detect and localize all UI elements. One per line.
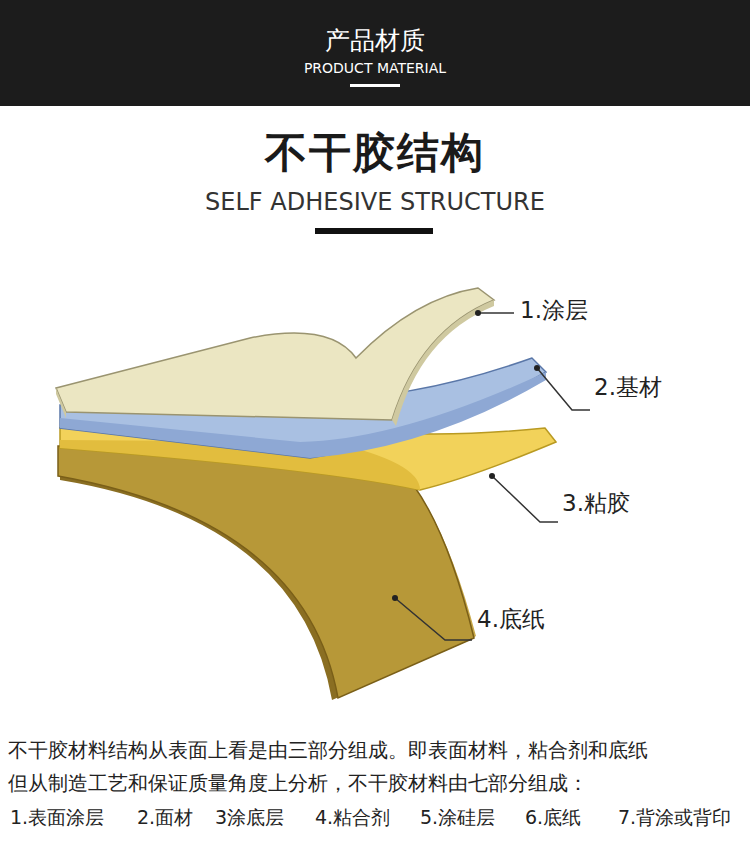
english-title: SELF ADHESIVE STRUCTURE xyxy=(205,188,545,217)
header-underline xyxy=(350,84,400,87)
description-line: 不干胶材料结构从表面上看是由三部分组成。即表面材料，粘合剂和底纸 xyxy=(8,738,648,762)
layer-label: 4.底纸 xyxy=(477,606,545,634)
header-subtitle: PRODUCT MATERIAL xyxy=(304,60,446,77)
leader-lines xyxy=(395,313,590,640)
component-item: 4.粘合剂 xyxy=(315,806,390,829)
layer-label: 3.粘胶 xyxy=(562,490,630,518)
coating-layer xyxy=(56,288,494,426)
header-title: 产品材质 xyxy=(325,26,425,56)
component-item: 3涂底层 xyxy=(215,806,284,829)
component-item: 7.背涂或背印 xyxy=(618,806,731,829)
component-item: 5.涂硅层 xyxy=(420,806,495,829)
layer-label: 2.基材 xyxy=(594,374,662,402)
leader-dots xyxy=(392,310,540,601)
component-item: 1.表面涂层 xyxy=(10,806,104,829)
component-item: 6.底纸 xyxy=(525,806,581,829)
diagram-title: 不干胶结构 xyxy=(265,128,485,178)
description-line: 但从制造工艺和保证质量角度上分析，不干胶材料由七部分组成： xyxy=(8,771,588,795)
component-item: 2.面材 xyxy=(137,806,193,829)
title-underline xyxy=(315,228,433,234)
header-bar xyxy=(0,0,750,106)
layer-label: 1.涂层 xyxy=(520,297,588,325)
